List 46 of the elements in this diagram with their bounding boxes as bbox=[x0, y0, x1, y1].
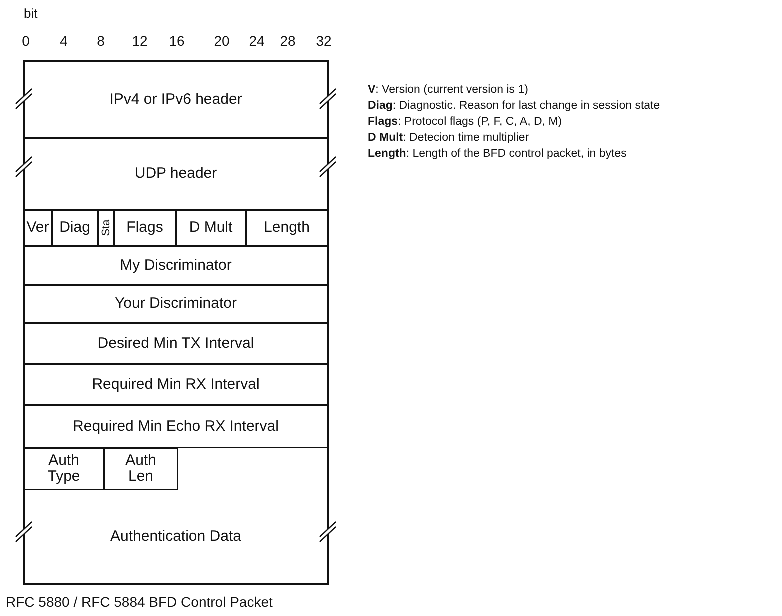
bit-number: 28 bbox=[280, 33, 296, 49]
field-label: Length bbox=[264, 220, 310, 236]
field-label: UDP header bbox=[134, 166, 218, 182]
bit-number: 8 bbox=[97, 33, 105, 49]
note-text: Diag: Diagnostic. Reason for last change in session state bbox=[368, 100, 660, 112]
packet-field bbox=[246, 210, 328, 246]
field-label: Ver bbox=[26, 220, 50, 236]
note-text: D Mult: Detecion time multiplier bbox=[368, 132, 530, 144]
field-label: Required Min Echo RX Interval bbox=[73, 418, 279, 434]
packet-field bbox=[24, 405, 328, 448]
field-label: Sta bbox=[99, 220, 113, 236]
packet-field bbox=[52, 210, 98, 246]
note-text: Flags: Protocol flags (P, F, C, A, D, M) bbox=[368, 116, 562, 128]
field-label: Required Min RX Interval bbox=[92, 376, 260, 392]
bit-number: 12 bbox=[132, 33, 148, 49]
note-text: Length: Length of the BFD control packet, in bytes bbox=[368, 148, 627, 160]
packet-field bbox=[104, 448, 178, 490]
field-label: Auth Type bbox=[46, 453, 82, 485]
bit-number: 16 bbox=[169, 33, 185, 49]
field-label: My Discriminator bbox=[120, 258, 232, 274]
bit-number: 0 bbox=[22, 33, 30, 49]
packet-field bbox=[24, 138, 328, 210]
field-label: Diag bbox=[60, 220, 90, 236]
field-label: D Mult bbox=[189, 220, 233, 236]
field-label: Your Discriminator bbox=[115, 296, 237, 312]
axis-title: bit bbox=[24, 6, 38, 21]
note-text: V: Version (current version is 1) bbox=[368, 84, 528, 96]
field-label: Desired Min TX Interval bbox=[98, 336, 254, 352]
packet-field bbox=[24, 448, 104, 490]
bit-number: 24 bbox=[249, 33, 265, 49]
packet-field bbox=[98, 210, 114, 246]
field-label: Authentication Data bbox=[110, 529, 242, 545]
packet-field bbox=[114, 210, 176, 246]
field-label: Auth Len bbox=[124, 453, 158, 485]
caption: RFC 5880 / RFC 5884 BFD Control Packet bbox=[6, 594, 273, 610]
packet-field bbox=[176, 210, 246, 246]
bit-number: 32 bbox=[316, 33, 332, 49]
packet-field bbox=[24, 210, 52, 246]
bit-number: 4 bbox=[60, 33, 68, 49]
bit-number: 20 bbox=[214, 33, 230, 49]
packet-field bbox=[24, 246, 328, 285]
field-label: Flags bbox=[126, 220, 164, 236]
field-label: IPv4 or IPv6 header bbox=[110, 92, 242, 108]
packet-field bbox=[24, 364, 328, 405]
packet-field bbox=[24, 285, 328, 323]
packet-field bbox=[24, 323, 328, 364]
